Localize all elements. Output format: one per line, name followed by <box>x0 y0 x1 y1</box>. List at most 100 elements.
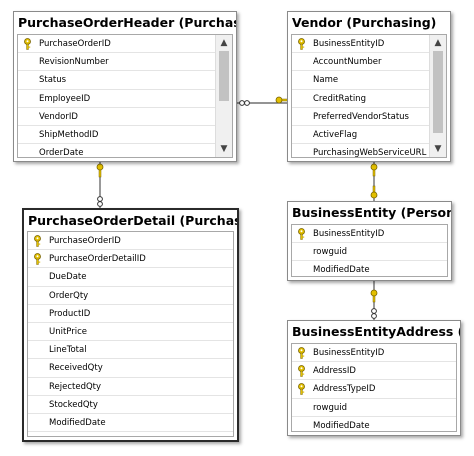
column-row[interactable]: ProductID <box>28 305 233 323</box>
table-purchase-order-detail[interactable]: PurchaseOrderDetail (Purchasing) Purchas… <box>22 208 239 442</box>
column-row[interactable]: AccountNumber <box>292 53 430 72</box>
column-name: UnitPrice <box>49 326 88 337</box>
column-row[interactable]: ModifiedDate <box>292 261 447 276</box>
column-row[interactable]: AddressTypeID <box>292 380 456 399</box>
key-icon <box>297 228 306 240</box>
chevron-down-icon[interactable]: ▼ <box>220 144 228 154</box>
scrollbar-thumb[interactable] <box>433 51 443 133</box>
table-title: PurchaseOrderDetail (Purchasing) <box>24 210 237 232</box>
column-row[interactable]: UnitPrice <box>28 323 233 342</box>
column-name: AddressID <box>313 366 356 377</box>
column-row[interactable]: rowguid <box>292 399 456 417</box>
column-row[interactable]: CreditRating <box>292 90 430 108</box>
column-row[interactable]: EmployeeID <box>18 90 216 108</box>
column-name: OrderQty <box>49 290 89 301</box>
column-row[interactable]: RevisionNumber <box>18 53 216 72</box>
column-name: ModifiedDate <box>313 265 370 276</box>
column-name: AddressTypeID <box>313 384 376 395</box>
column-name: Status <box>39 75 67 86</box>
column-row[interactable]: Status <box>18 71 216 90</box>
column-name: ActiveFlag <box>313 129 358 140</box>
table-title: BusinessEntityAddress (Pers <box>288 321 460 343</box>
column-list: BusinessEntityID AddressID AddressTypeID ro… <box>291 343 457 432</box>
column-row[interactable]: OrderDate <box>18 144 216 158</box>
column-row[interactable]: VendorID <box>18 108 216 126</box>
chevron-up-icon[interactable]: ▲ <box>434 38 442 48</box>
column-row[interactable]: ModifiedDate <box>28 414 233 433</box>
column-name: OrderDate <box>39 148 84 158</box>
column-row[interactable]: StockedQty <box>28 396 233 414</box>
relationship-be-bea[interactable] <box>370 281 378 320</box>
column-row[interactable]: ActiveFlag <box>292 126 430 145</box>
column-name: ModifiedDate <box>313 420 370 431</box>
column-row[interactable]: PurchaseOrderDetailID <box>28 250 233 269</box>
column-name: PurchaseOrderID <box>39 39 111 49</box>
key-icon <box>33 235 42 247</box>
table-title: Vendor (Purchasing) <box>288 12 450 34</box>
column-row[interactable]: Name <box>292 71 430 90</box>
column-name: AccountNumber <box>313 57 382 68</box>
table-title: PurchaseOrderHeader (Purchasing) <box>14 12 236 34</box>
column-name: RevisionNumber <box>39 57 109 68</box>
column-name: PreferredVendorStatus <box>313 111 409 122</box>
column-name: PurchaseOrderDetailID <box>49 254 146 265</box>
relationship-poh-pod[interactable] <box>96 162 104 208</box>
column-name: rowguid <box>313 247 347 258</box>
column-name: BusinessEntityID <box>313 39 385 49</box>
column-row[interactable]: ModifiedDate <box>292 417 456 431</box>
column-row[interactable]: ReceivedQty <box>28 359 233 378</box>
column-row[interactable]: LineTotal <box>28 341 233 360</box>
column-name: ReceivedQty <box>49 363 103 374</box>
column-name: BusinessEntityID <box>313 229 385 239</box>
vertical-scrollbar[interactable]: ▲ ▼ <box>429 35 446 157</box>
column-name: EmployeeID <box>39 93 91 104</box>
column-row[interactable]: rowguid <box>292 243 447 262</box>
column-row[interactable]: BusinessEntityID <box>292 225 447 244</box>
scrollbar-thumb[interactable] <box>219 51 229 101</box>
vertical-scrollbar[interactable]: ▲ ▼ <box>215 35 232 157</box>
column-row[interactable]: PurchasingWebServiceURL <box>292 144 430 157</box>
column-list: PurchaseOrderID PurchaseOrderDetailID DueD… <box>27 231 234 437</box>
column-row[interactable]: OrderQty <box>28 287 233 305</box>
column-name: LineTotal <box>49 345 87 356</box>
column-name: BusinessEntityID <box>313 348 385 358</box>
column-name: DueDate <box>49 272 87 283</box>
column-row[interactable]: RejectedQty <box>28 378 233 396</box>
column-row[interactable]: PreferredVendorStatus <box>292 108 430 126</box>
key-icon <box>297 365 306 377</box>
key-icon <box>33 253 42 265</box>
column-row[interactable]: PurchaseOrderID <box>28 232 233 251</box>
column-row[interactable]: PurchaseOrderID <box>18 35 216 54</box>
column-row[interactable]: AddressID <box>292 362 456 381</box>
relationship-vendor-poh[interactable] <box>237 96 291 106</box>
column-name: StockedQty <box>49 399 98 410</box>
table-purchase-order-header[interactable]: PurchaseOrderHeader (Purchasing) Purchas… <box>13 11 237 162</box>
relationship-be-vendor[interactable] <box>370 162 378 201</box>
column-row[interactable]: ShipMethodID <box>18 126 216 145</box>
table-business-entity-address[interactable]: BusinessEntityAddress (Pers BusinessEnti… <box>287 320 461 436</box>
chevron-up-icon[interactable]: ▲ <box>220 38 228 48</box>
chevron-down-icon[interactable]: ▼ <box>434 144 442 154</box>
column-name: rowguid <box>313 402 347 413</box>
key-icon <box>297 347 306 359</box>
column-name: Name <box>313 75 339 86</box>
table-vendor[interactable]: Vendor (Purchasing) BusinessEntityID Acco… <box>287 11 451 162</box>
column-row[interactable]: BusinessEntityID <box>292 35 430 54</box>
column-row[interactable]: DueDate <box>28 268 233 287</box>
key-icon <box>297 383 306 396</box>
key-icon <box>297 38 306 50</box>
column-name: VendorID <box>39 111 78 122</box>
table-business-entity[interactable]: BusinessEntity (Person) BusinessEntityID… <box>287 201 452 281</box>
column-name: RejectedQty <box>49 381 102 392</box>
column-row[interactable]: BusinessEntityID <box>292 344 456 363</box>
key-icon <box>23 38 32 50</box>
column-name: ProductID <box>49 308 91 319</box>
column-name: ShipMethodID <box>39 129 99 140</box>
table-title: BusinessEntity (Person) <box>288 202 451 224</box>
column-name: ModifiedDate <box>49 417 106 428</box>
column-name: PurchaseOrderID <box>49 236 121 246</box>
